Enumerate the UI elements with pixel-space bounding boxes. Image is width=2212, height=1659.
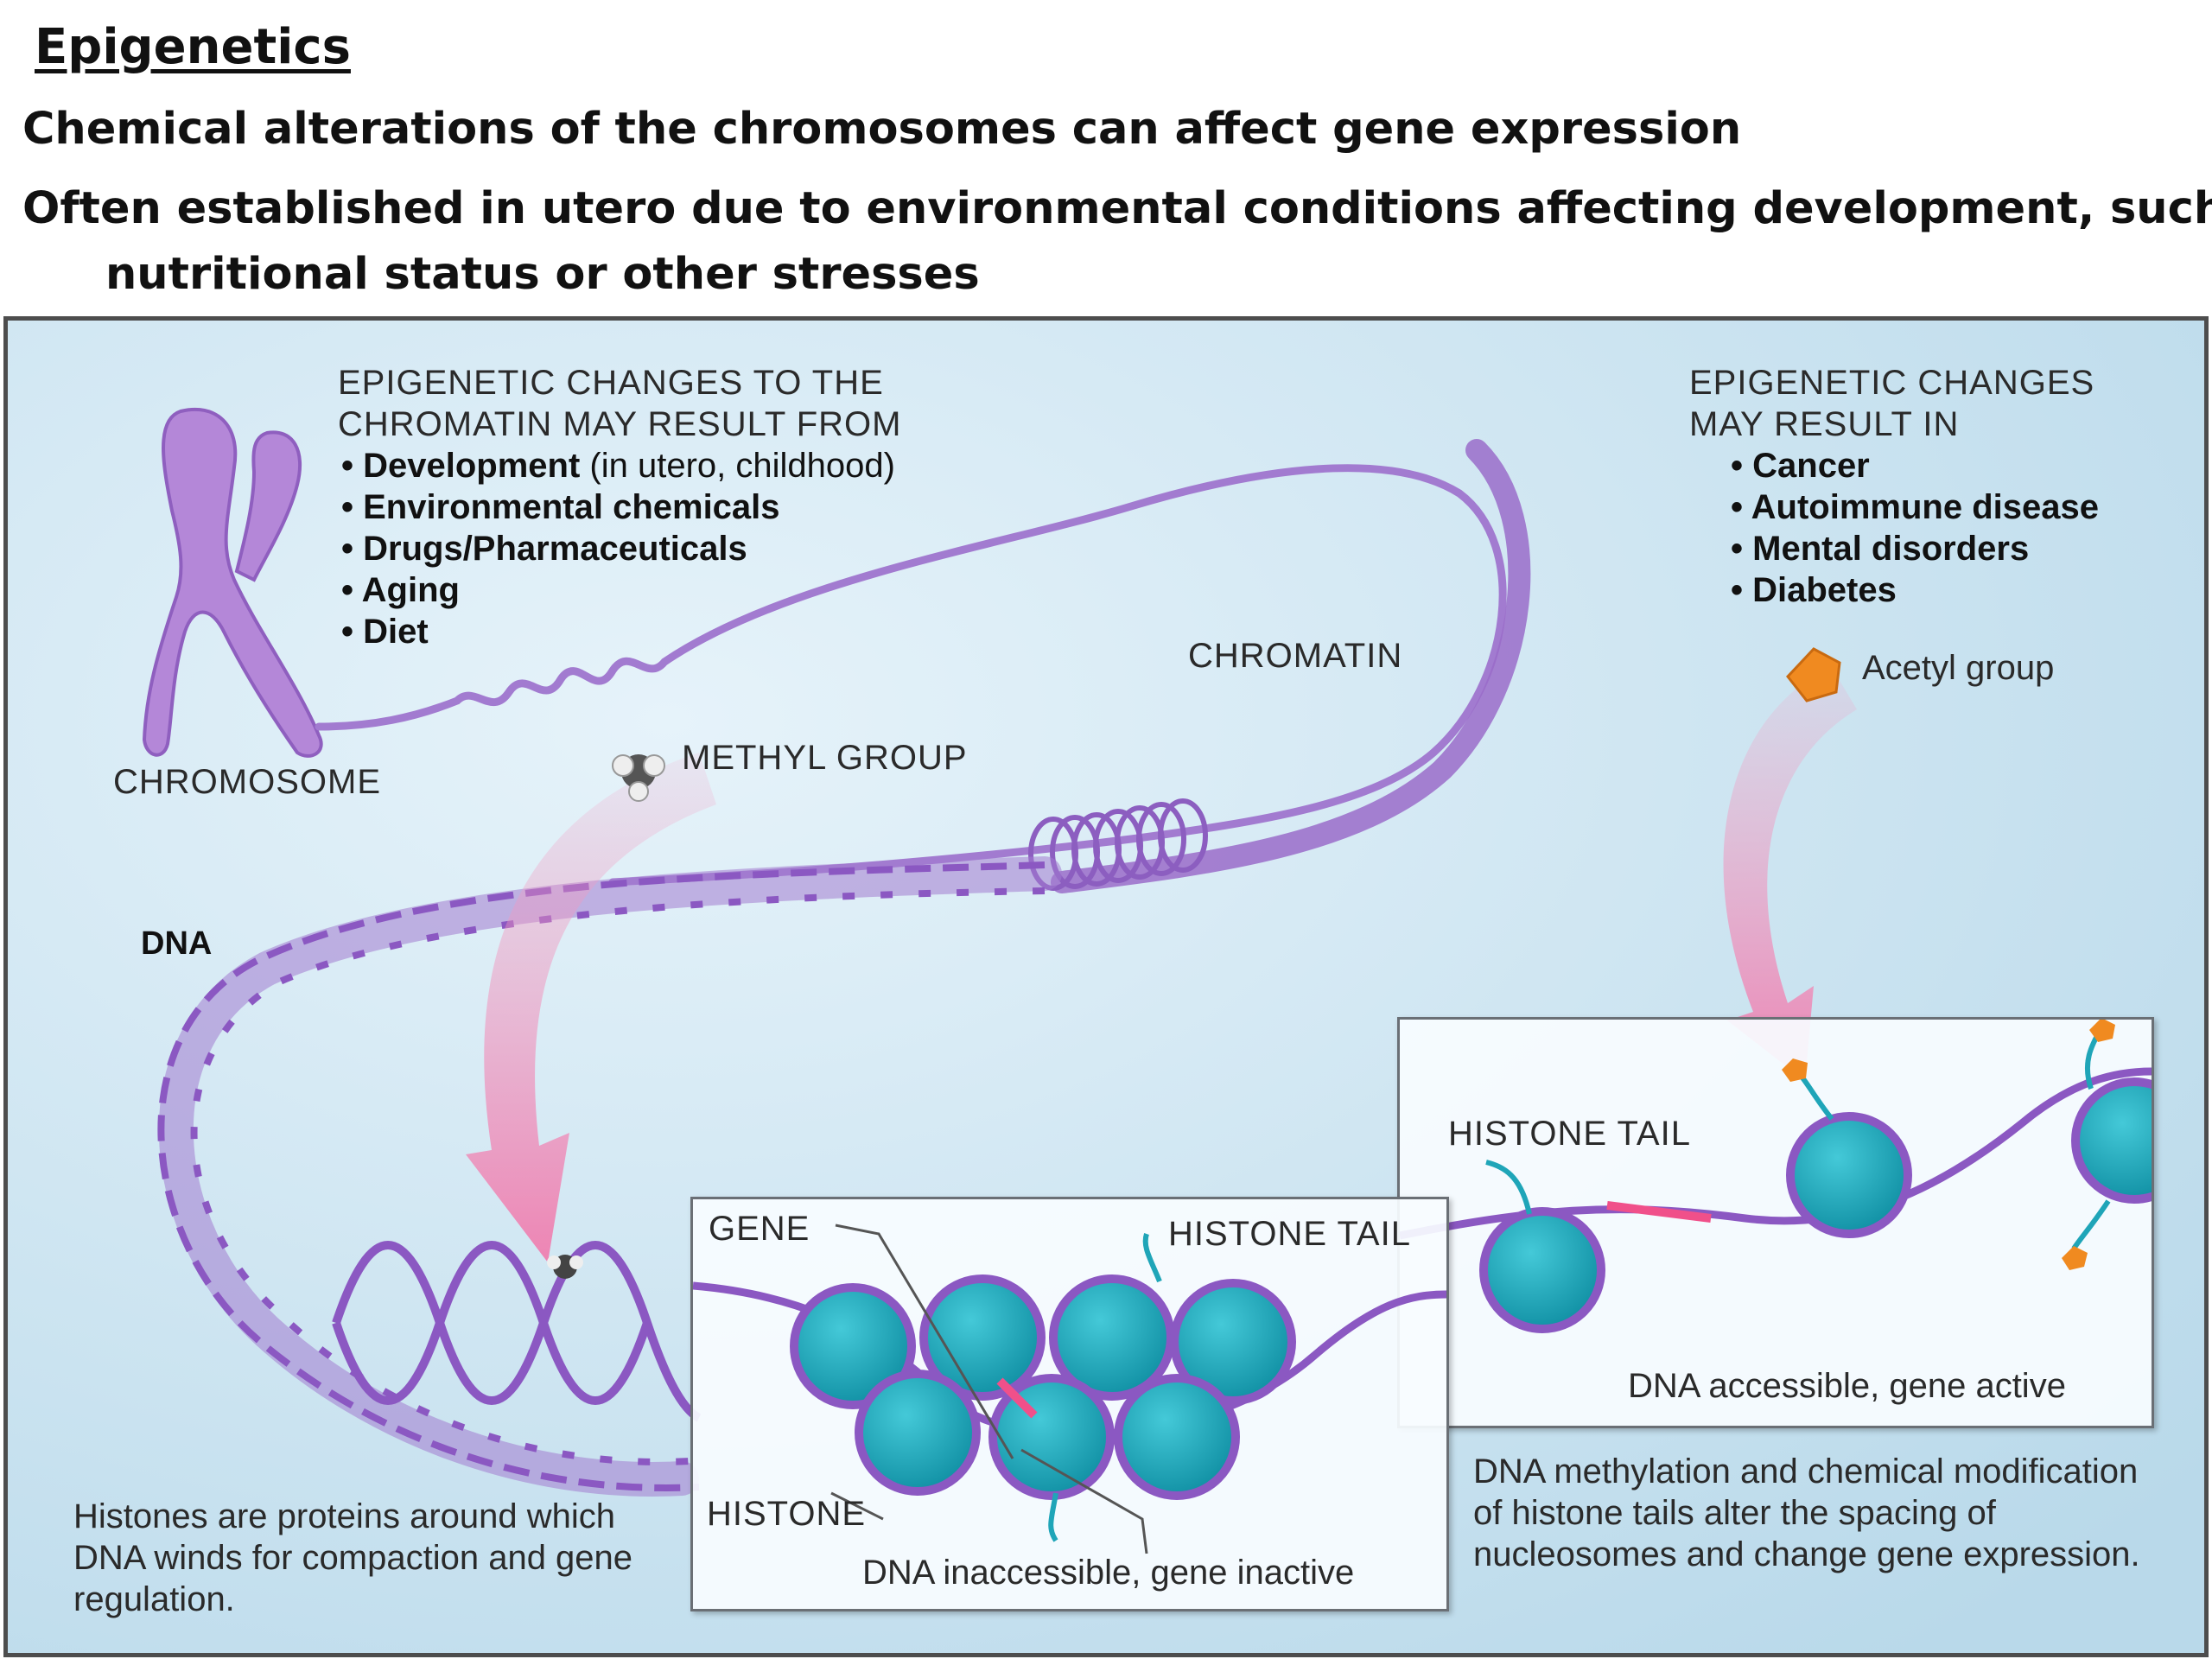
epigenetics-diagram: EPIGENETIC CHANGES TO THE CHROMATIN MAY … <box>3 316 2209 1657</box>
results-item: Mental disorders <box>1731 528 2099 569</box>
condensed-nucleosomes <box>693 1224 1446 1554</box>
results-heading-line-2: MAY RESULT IN <box>1689 405 1960 443</box>
causes-item: Drugs/Pharmaceuticals <box>341 528 895 569</box>
dna-helix-backbone <box>159 856 1062 1497</box>
causes-item: Diet <box>341 611 895 652</box>
results-heading-line-1: EPIGENETIC CHANGES <box>1689 364 2095 402</box>
methylation-note: DNA methylation and chemical modificatio… <box>1473 1452 2140 1573</box>
causes-item: Environmental chemicals <box>341 486 895 528</box>
page-title: Epigenetics <box>35 19 351 75</box>
causes-item: Development (in utero, childhood) <box>341 445 895 486</box>
histone-tail-label-left: HISTONE TAIL <box>1168 1215 1411 1253</box>
acetyl-group-icon <box>1786 647 1841 702</box>
results-list: Cancer Autoimmune disease Mental disorde… <box>1731 445 2099 611</box>
results-item: Diabetes <box>1731 569 2099 611</box>
dna-helix-strand-a <box>157 861 1046 1491</box>
histone-tail-label-right: HISTONE TAIL <box>1448 1115 1691 1153</box>
methyl-group-icon <box>612 754 665 802</box>
dna-helix-strand-b <box>190 887 1046 1465</box>
dna-label: DNA <box>141 925 213 962</box>
bullet-line-2: Often established in utero due to enviro… <box>22 183 2212 234</box>
methyl-group-label: METHYL GROUP <box>682 739 968 777</box>
chromosome-illustration <box>142 407 323 758</box>
causes-list: Development (in utero, childhood) Enviro… <box>341 445 895 652</box>
bullet-line-2-continued: nutritional status or other stresses <box>105 249 980 300</box>
histones-note: Histones are proteins around which DNA w… <box>73 1497 633 1618</box>
inaccessible-label: DNA inaccessible, gene inactive <box>862 1554 1355 1592</box>
causes-item: Aging <box>341 569 895 611</box>
methyl-arrow <box>466 753 716 1262</box>
accessible-label: DNA accessible, gene active <box>1628 1367 2066 1405</box>
dna-double-helix <box>332 1241 702 1422</box>
chromatin-label: CHROMATIN <box>1188 637 1403 675</box>
results-item: Cancer <box>1731 445 2099 486</box>
causes-heading-line-1: EPIGENETIC CHANGES TO THE <box>338 364 884 402</box>
chromosome-label: CHROMOSOME <box>113 763 381 801</box>
causes-heading-line-2: CHROMATIN MAY RESULT FROM <box>338 405 902 443</box>
chromatin-fiber <box>315 464 1507 887</box>
acetyl-group-label: Acetyl group <box>1862 649 2055 687</box>
results-item: Autoimmune disease <box>1731 486 2099 528</box>
histone-label: HISTONE <box>707 1495 867 1533</box>
bullet-line-1: Chemical alterations of the chromosomes … <box>22 104 1742 155</box>
accessible-inset: HISTONE TAIL DNA accessible, gene active <box>1397 1017 2154 1428</box>
gene-label: GENE <box>709 1210 810 1248</box>
inaccessible-inset: GENE HISTONE TAIL HISTONE DNA inaccessib… <box>690 1197 1449 1611</box>
accessible-nucleosomes <box>1400 1020 2152 1333</box>
methyl-on-dna-icon <box>547 1255 583 1279</box>
acetyl-arrow <box>1723 666 1857 1081</box>
